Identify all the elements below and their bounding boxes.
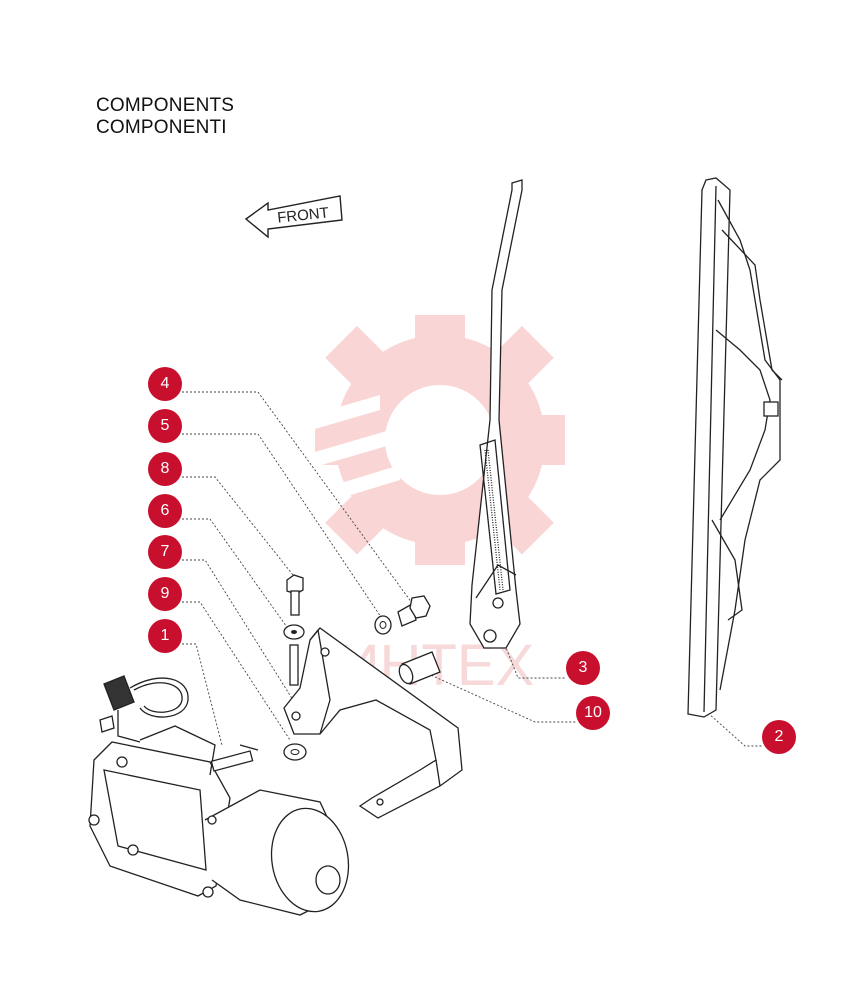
mounting-bracket: [283, 627, 463, 819]
leader-lines: [182, 391, 762, 747]
callout-part-5[interactable]: 5: [148, 409, 182, 443]
motor-cable-connector: [99, 675, 189, 743]
wiper-arm-part-3: [469, 179, 523, 649]
bushing-part-10: [398, 651, 441, 685]
callout-part-10[interactable]: 10: [576, 696, 610, 730]
title-english: COMPONENTS: [96, 95, 235, 116]
watermark-gear-logo: [260, 315, 565, 565]
title-italian: COMPONENTI: [96, 117, 227, 138]
front-label: FRONT: [276, 204, 329, 226]
callout-part-7[interactable]: 7: [148, 535, 182, 569]
callout-part-6[interactable]: 6: [148, 494, 182, 528]
bolt-part-8: [286, 574, 304, 616]
bolt-part-4: [397, 595, 431, 627]
wiper-blade-part-2: [687, 177, 783, 718]
callout-part-1[interactable]: 1: [148, 619, 182, 653]
callout-part-3[interactable]: 3: [566, 651, 600, 685]
callout-part-2[interactable]: 2: [762, 720, 796, 754]
callout-part-9[interactable]: 9: [148, 577, 182, 611]
wiper-motor-part-1: [88, 725, 350, 916]
spacer-part-7: [289, 644, 299, 686]
callout-part-8[interactable]: 8: [148, 452, 182, 486]
front-direction-arrow: FRONT: [244, 195, 343, 239]
callout-part-4[interactable]: 4: [148, 367, 182, 401]
